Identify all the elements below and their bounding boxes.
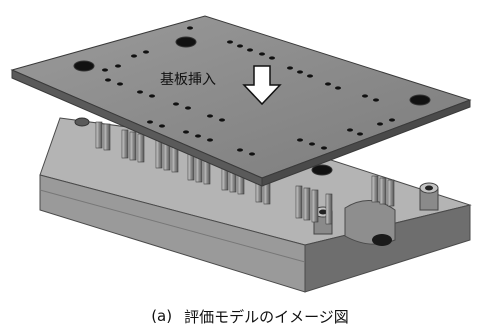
connector-pins xyxy=(95,121,395,225)
caption-index: (a) xyxy=(151,307,173,325)
board-mount-hole xyxy=(73,60,95,72)
evaluation-model-illustration: 基板挿入 xyxy=(10,15,472,293)
guide-post-right xyxy=(419,182,439,211)
board-via-holes xyxy=(102,26,395,156)
board-mount-hole xyxy=(409,94,431,106)
block-corner-hole xyxy=(74,117,90,127)
block-bore-hole xyxy=(372,234,392,246)
insert-label: 基板挿入 xyxy=(160,71,216,88)
caption-text: 評価モデルのイメージ図 xyxy=(184,307,349,326)
board-mount-hole xyxy=(175,36,197,48)
block-side-face xyxy=(304,204,471,293)
block-notch xyxy=(344,200,396,245)
circuit-board xyxy=(10,15,472,187)
insert-arrow-icon xyxy=(242,65,282,106)
board-mount-hole xyxy=(311,164,333,176)
board-edge-side xyxy=(261,99,471,187)
figure-caption: (a) 評価モデルのイメージ図 xyxy=(0,302,500,330)
